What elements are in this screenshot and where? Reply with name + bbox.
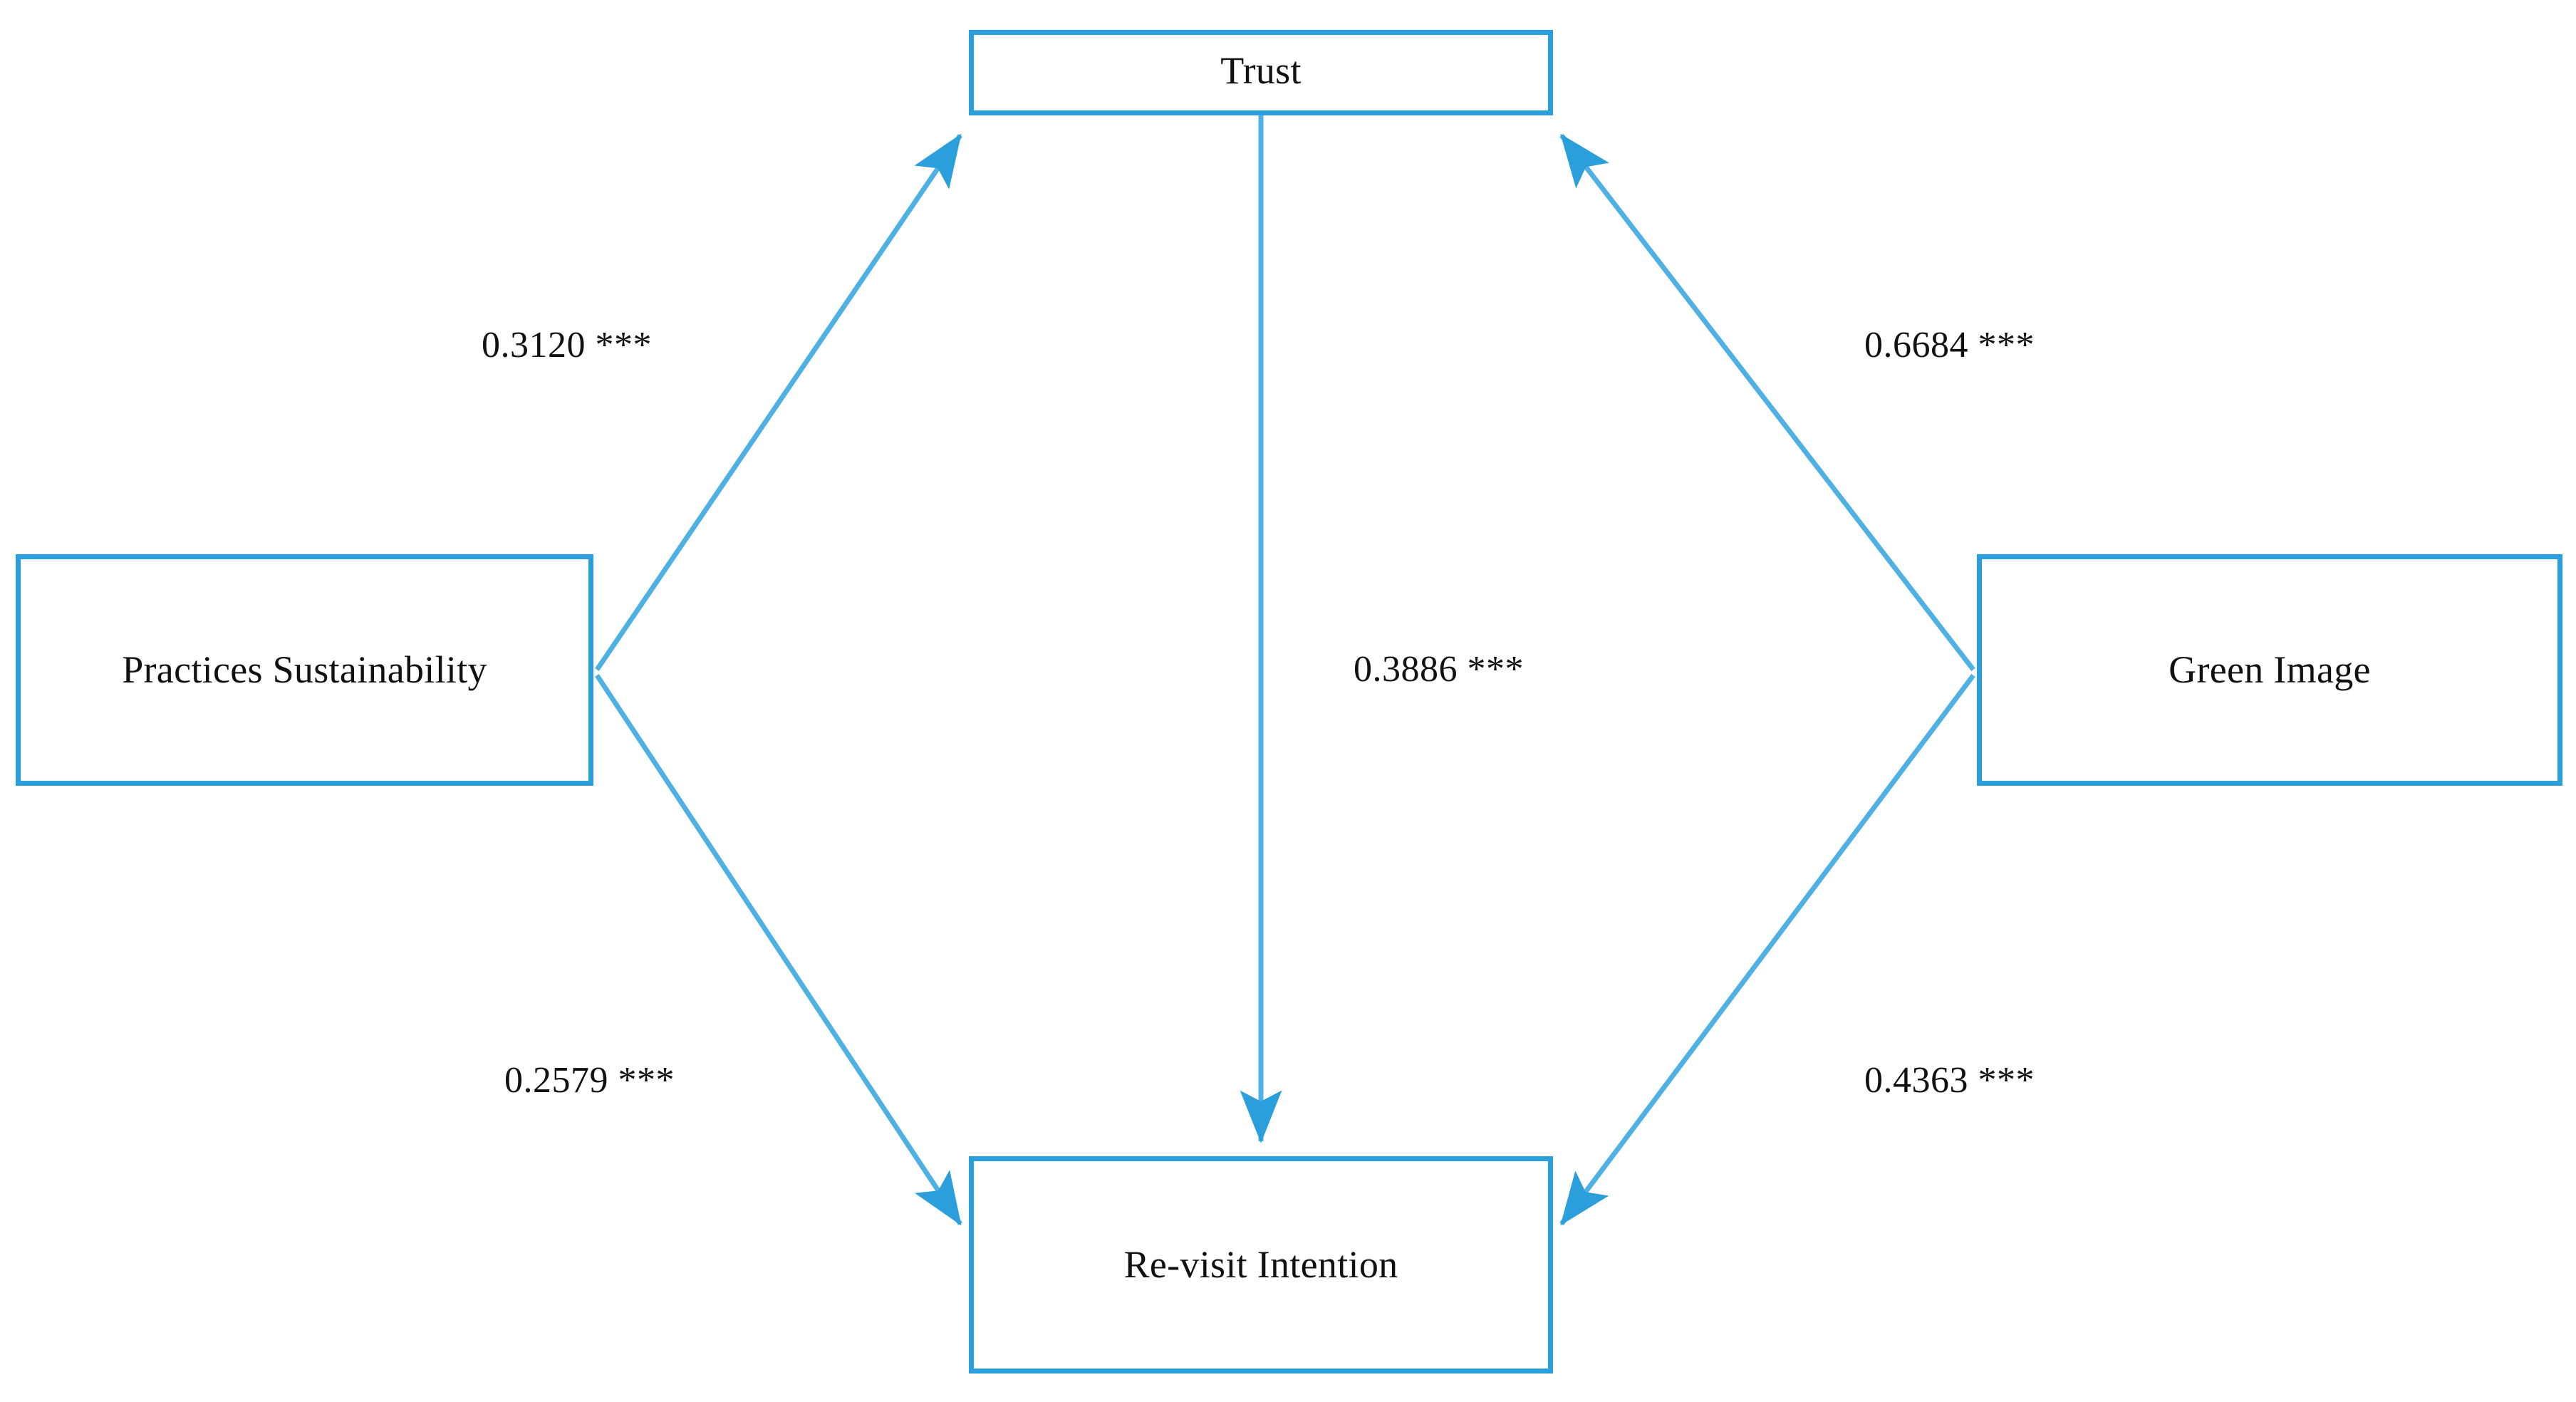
edge-label-practices-to-revisit: 0.2579 ***: [504, 1060, 675, 1101]
node-green-image-label: Green Image: [2169, 648, 2371, 691]
node-revisit-intention[interactable]: Re-visit Intention: [969, 1156, 1553, 1374]
node-revisit-intention-label: Re-visit Intention: [1123, 1242, 1398, 1286]
edge-label-green-to-revisit: 0.4363 ***: [1864, 1060, 2035, 1101]
edge-practices-to-trust: [595, 133, 962, 671]
edge-label-practices-to-trust: 0.3120 ***: [482, 325, 652, 365]
edge-green-to-trust: [1559, 133, 1975, 672]
edge-label-trust-to-revisit: 0.3886 ***: [1354, 649, 1524, 690]
node-trust-label: Trust: [1220, 49, 1302, 93]
edge-practices-to-revisit: [595, 674, 962, 1226]
edge-label-green-to-trust: 0.6684 ***: [1864, 325, 2035, 365]
node-practices-sustainability[interactable]: Practices Sustainability: [16, 554, 593, 786]
node-practices-sustainability-label: Practices Sustainability: [122, 648, 487, 691]
node-trust[interactable]: Trust: [969, 30, 1553, 115]
edge-green-to-revisit: [1559, 673, 1975, 1226]
node-green-image[interactable]: Green Image: [1977, 554, 2562, 786]
